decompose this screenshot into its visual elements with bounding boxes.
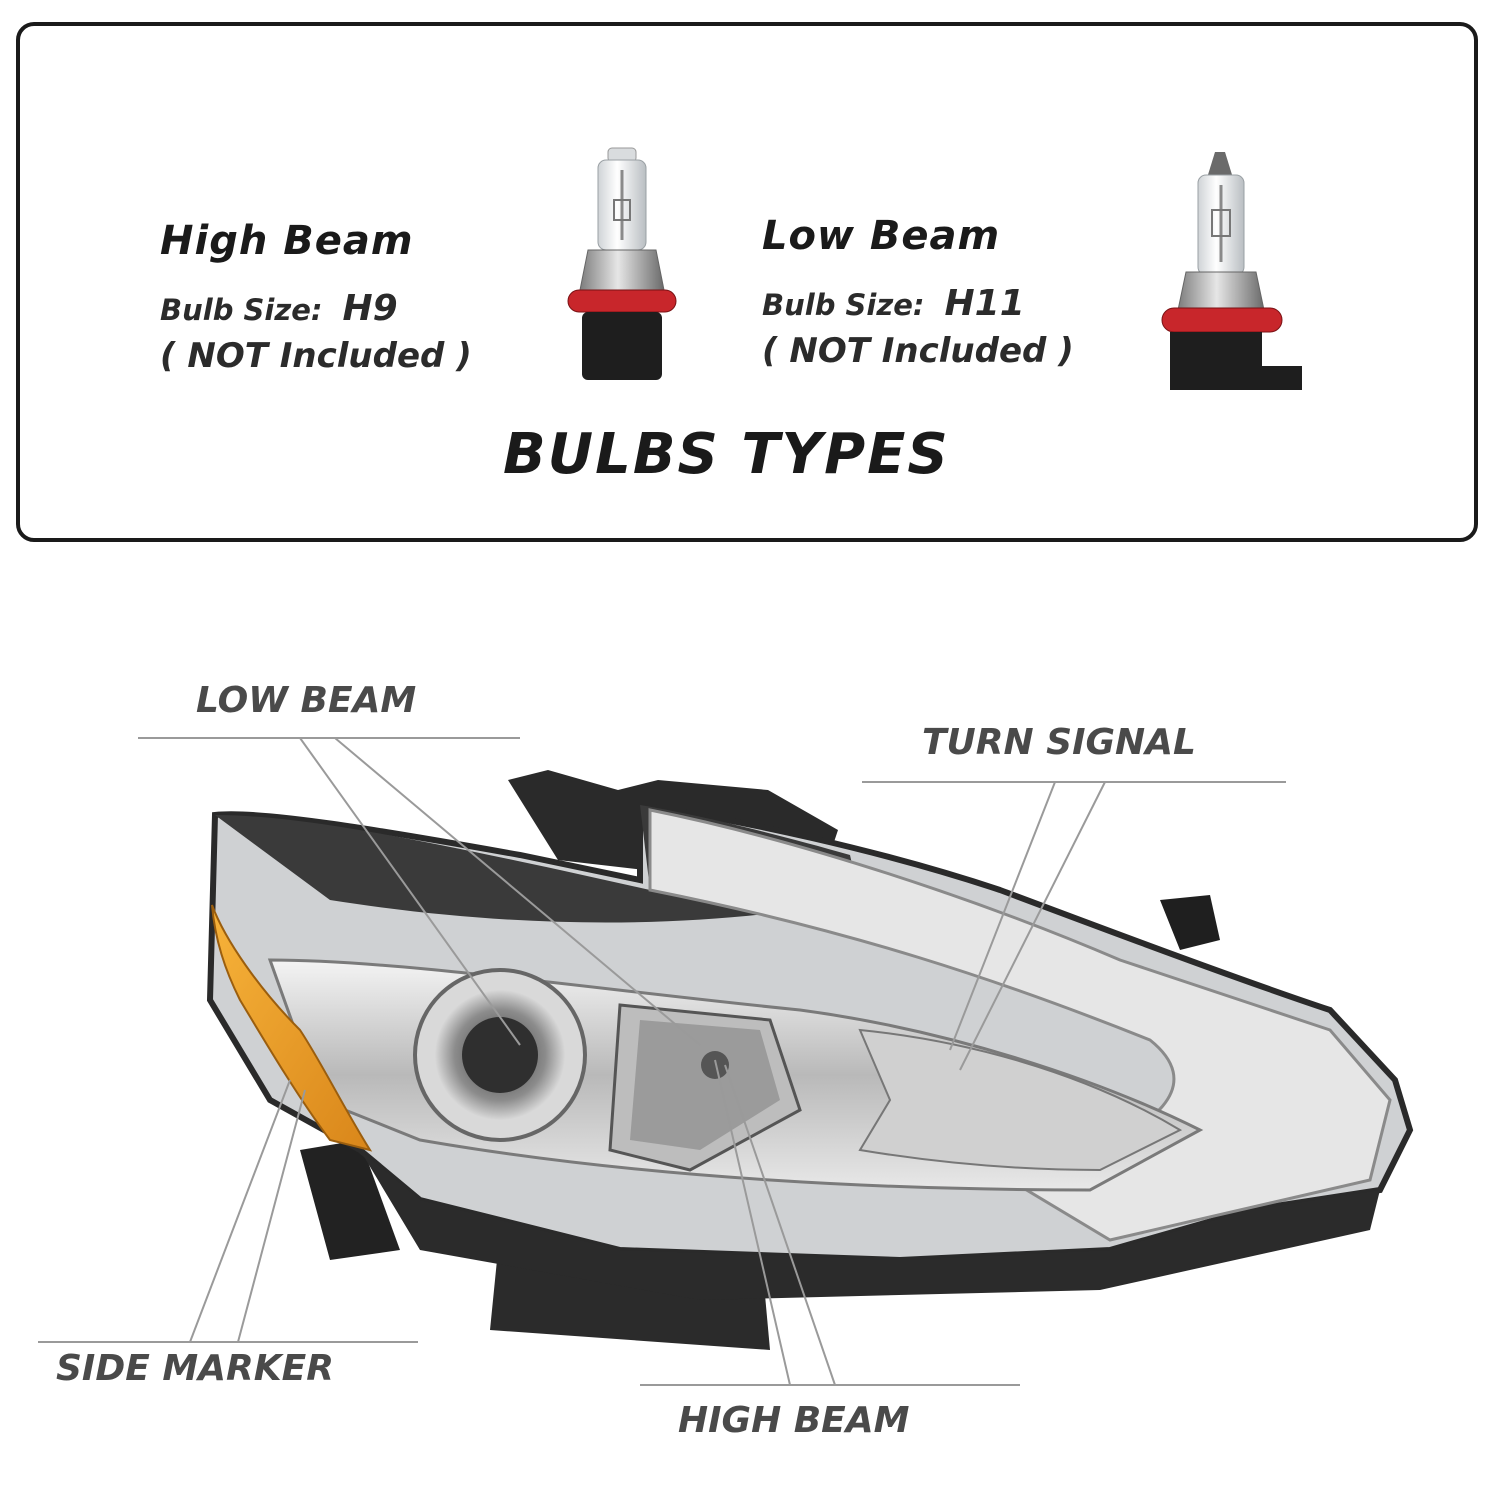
high-beam-leader-1	[714, 1059, 791, 1386]
low-beam-size-code: H11	[944, 283, 1025, 324]
callout-side-marker: SIDE MARKER	[56, 1348, 334, 1389]
side-marker-leader-2	[237, 1089, 306, 1343]
callout-turn-signal: TURN SIGNAL	[922, 722, 1196, 763]
low-beam-note: ( NOT Included )	[762, 331, 1074, 371]
high-beam-size: Bulb Size: H9	[160, 288, 398, 329]
high-beam-size-code: H9	[342, 288, 398, 329]
headlight-assembly	[206, 770, 1414, 1350]
turn-signal-leader-2	[959, 781, 1106, 1071]
bulbs-types-title: BULBS TYPES	[503, 422, 950, 487]
turn-signal-leader-1	[949, 781, 1056, 1051]
leader-lines	[38, 737, 1286, 1386]
h9-bulb-icon	[567, 147, 677, 380]
callout-low-beam: LOW BEAM	[196, 680, 417, 721]
low-beam-leader-1	[299, 737, 521, 1046]
high-beam-title: High Beam	[160, 218, 414, 264]
side-marker-leader-1	[189, 1079, 291, 1343]
low-beam-size: Bulb Size: H11	[762, 283, 1025, 324]
high-beam-note: ( NOT Included )	[160, 336, 472, 376]
low-beam-size-label: Bulb Size:	[762, 288, 925, 322]
bulb-illustrations	[567, 147, 1302, 390]
high-beam-size-label: Bulb Size:	[160, 293, 323, 327]
callout-high-beam: HIGH BEAM	[678, 1400, 910, 1441]
high-beam-leader-2	[724, 1064, 836, 1386]
h11-bulb-icon	[1161, 152, 1302, 390]
low-beam-leader-2	[334, 737, 701, 1046]
low-beam-title: Low Beam	[762, 213, 1001, 259]
